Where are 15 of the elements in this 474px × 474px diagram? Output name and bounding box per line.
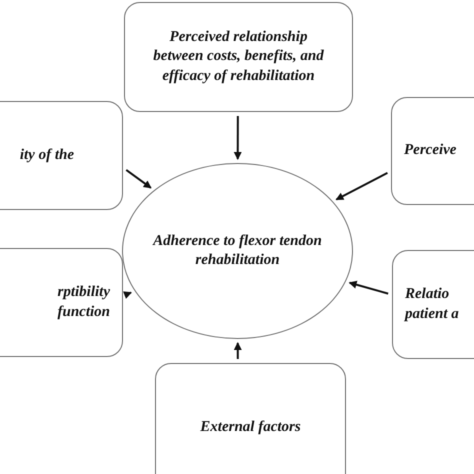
node-text: Adherence to flexor tendon rehabilitation xyxy=(153,232,322,270)
node-text: External factors xyxy=(200,418,301,438)
arrow xyxy=(234,342,242,359)
node-text: Perceive xyxy=(404,141,456,160)
arrow xyxy=(348,280,388,295)
node-text: Relatio patient a xyxy=(405,285,460,324)
node-text: Perceived relationship between costs, benefits, and efficacy of rehabilitation xyxy=(152,28,325,86)
arrow xyxy=(126,169,152,189)
arrow xyxy=(234,116,242,160)
node-text: rptibility function xyxy=(56,283,110,322)
factor-box xyxy=(155,363,346,474)
arrow xyxy=(336,172,388,200)
factor-box xyxy=(124,2,353,112)
node-text: ity of the xyxy=(20,146,74,165)
arrow xyxy=(123,291,132,299)
